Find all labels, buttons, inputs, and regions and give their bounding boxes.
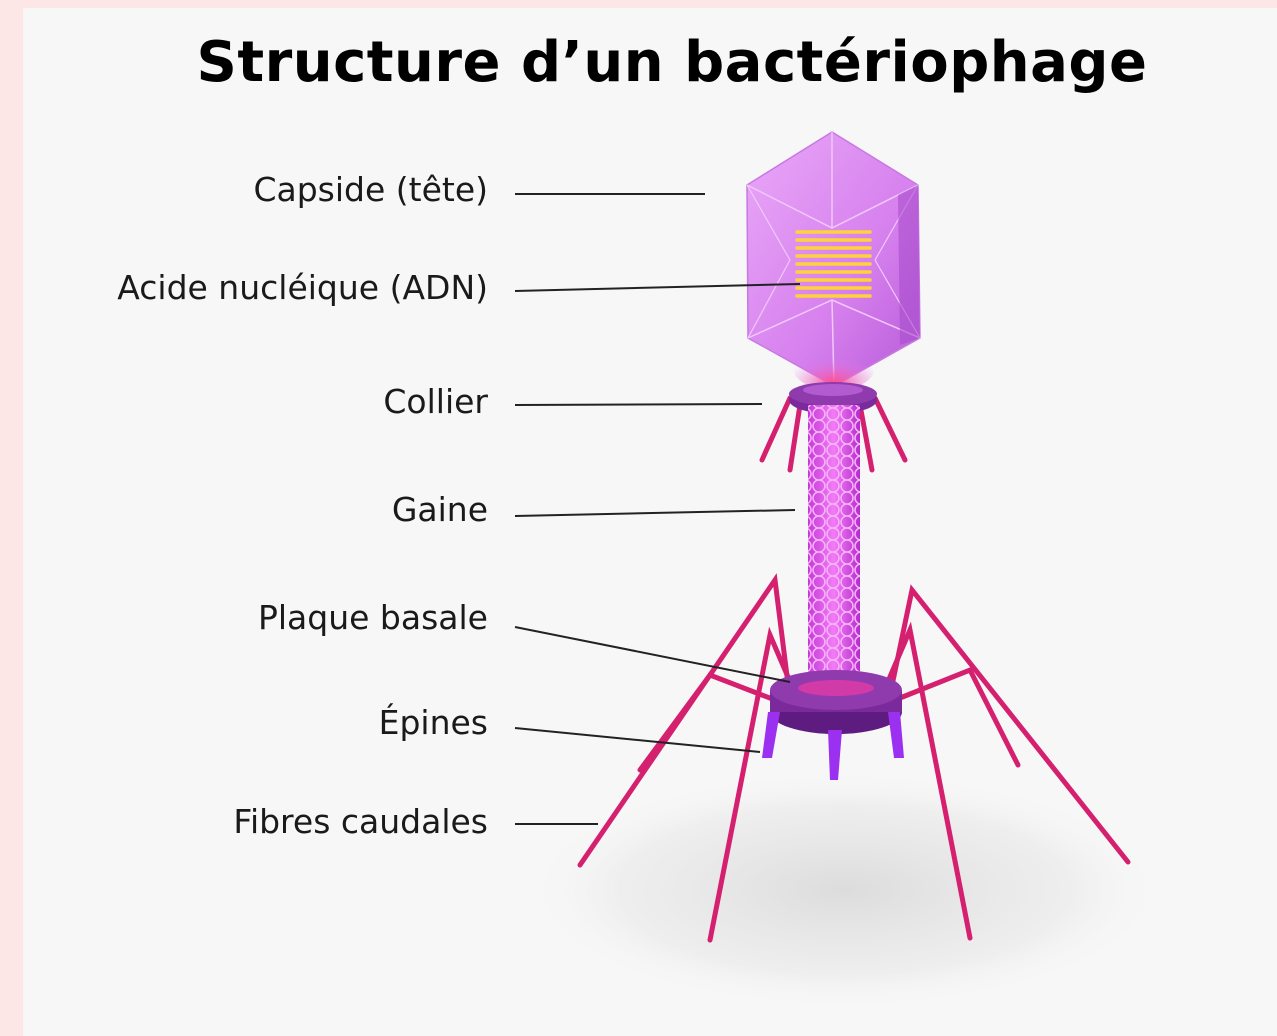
label-tail-fibers: Fibres caudales <box>233 802 488 842</box>
sheath <box>808 405 860 690</box>
label-baseplate: Plaque basale <box>258 598 488 638</box>
label-sheath: Gaine <box>392 490 488 530</box>
dna-coil <box>797 232 870 296</box>
label-capsid: Capside (tête) <box>253 170 488 210</box>
baseplate <box>770 670 902 734</box>
label-spikes: Épines <box>379 703 488 743</box>
label-collar: Collier <box>383 382 488 422</box>
label-nucleic-acid: Acide nucléique (ADN) <box>117 268 488 308</box>
capsid <box>747 132 920 390</box>
